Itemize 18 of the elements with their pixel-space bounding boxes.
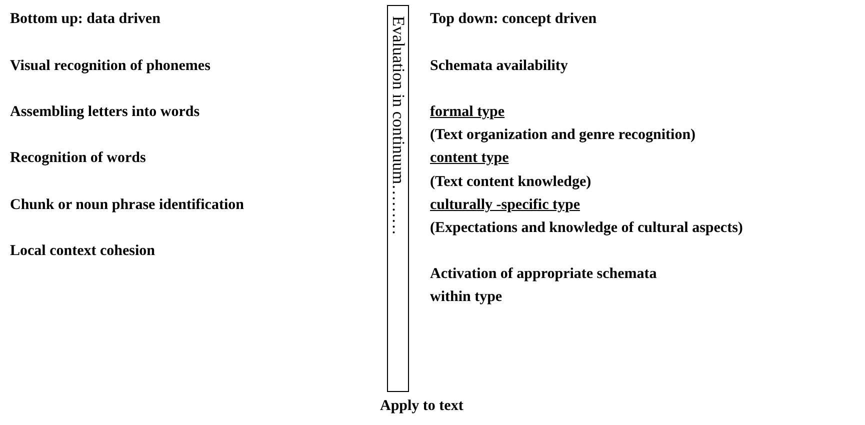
type-heading: formal type	[430, 103, 505, 122]
footer-text: Apply to text	[380, 397, 464, 416]
step-text: Activation of appropriate schemata within type	[430, 265, 658, 307]
type-description: (Text organization and genre recognition)	[430, 126, 696, 145]
step-text: Local context cohesion	[10, 242, 155, 261]
step-text: Assembling letters into words	[10, 103, 200, 122]
type-heading: culturally -specific type	[430, 196, 580, 215]
step-text: Visual recognition of phonemes	[10, 57, 210, 76]
column-heading: Top down: concept driven	[430, 10, 597, 29]
column-heading: Bottom up: data driven	[10, 10, 160, 29]
vertical-panel	[387, 5, 409, 392]
step-text: Chunk or noun phrase identification	[10, 196, 244, 215]
step-text: Recognition of words	[10, 149, 146, 168]
step-text: Schemata availability	[430, 57, 568, 76]
vertical-text: Evaluation in continuum………	[388, 16, 408, 236]
type-description: (Expectations and knowledge of cultural aspects)	[430, 219, 743, 238]
type-heading: content type	[430, 149, 509, 168]
type-description: (Text content knowledge)	[430, 173, 592, 192]
